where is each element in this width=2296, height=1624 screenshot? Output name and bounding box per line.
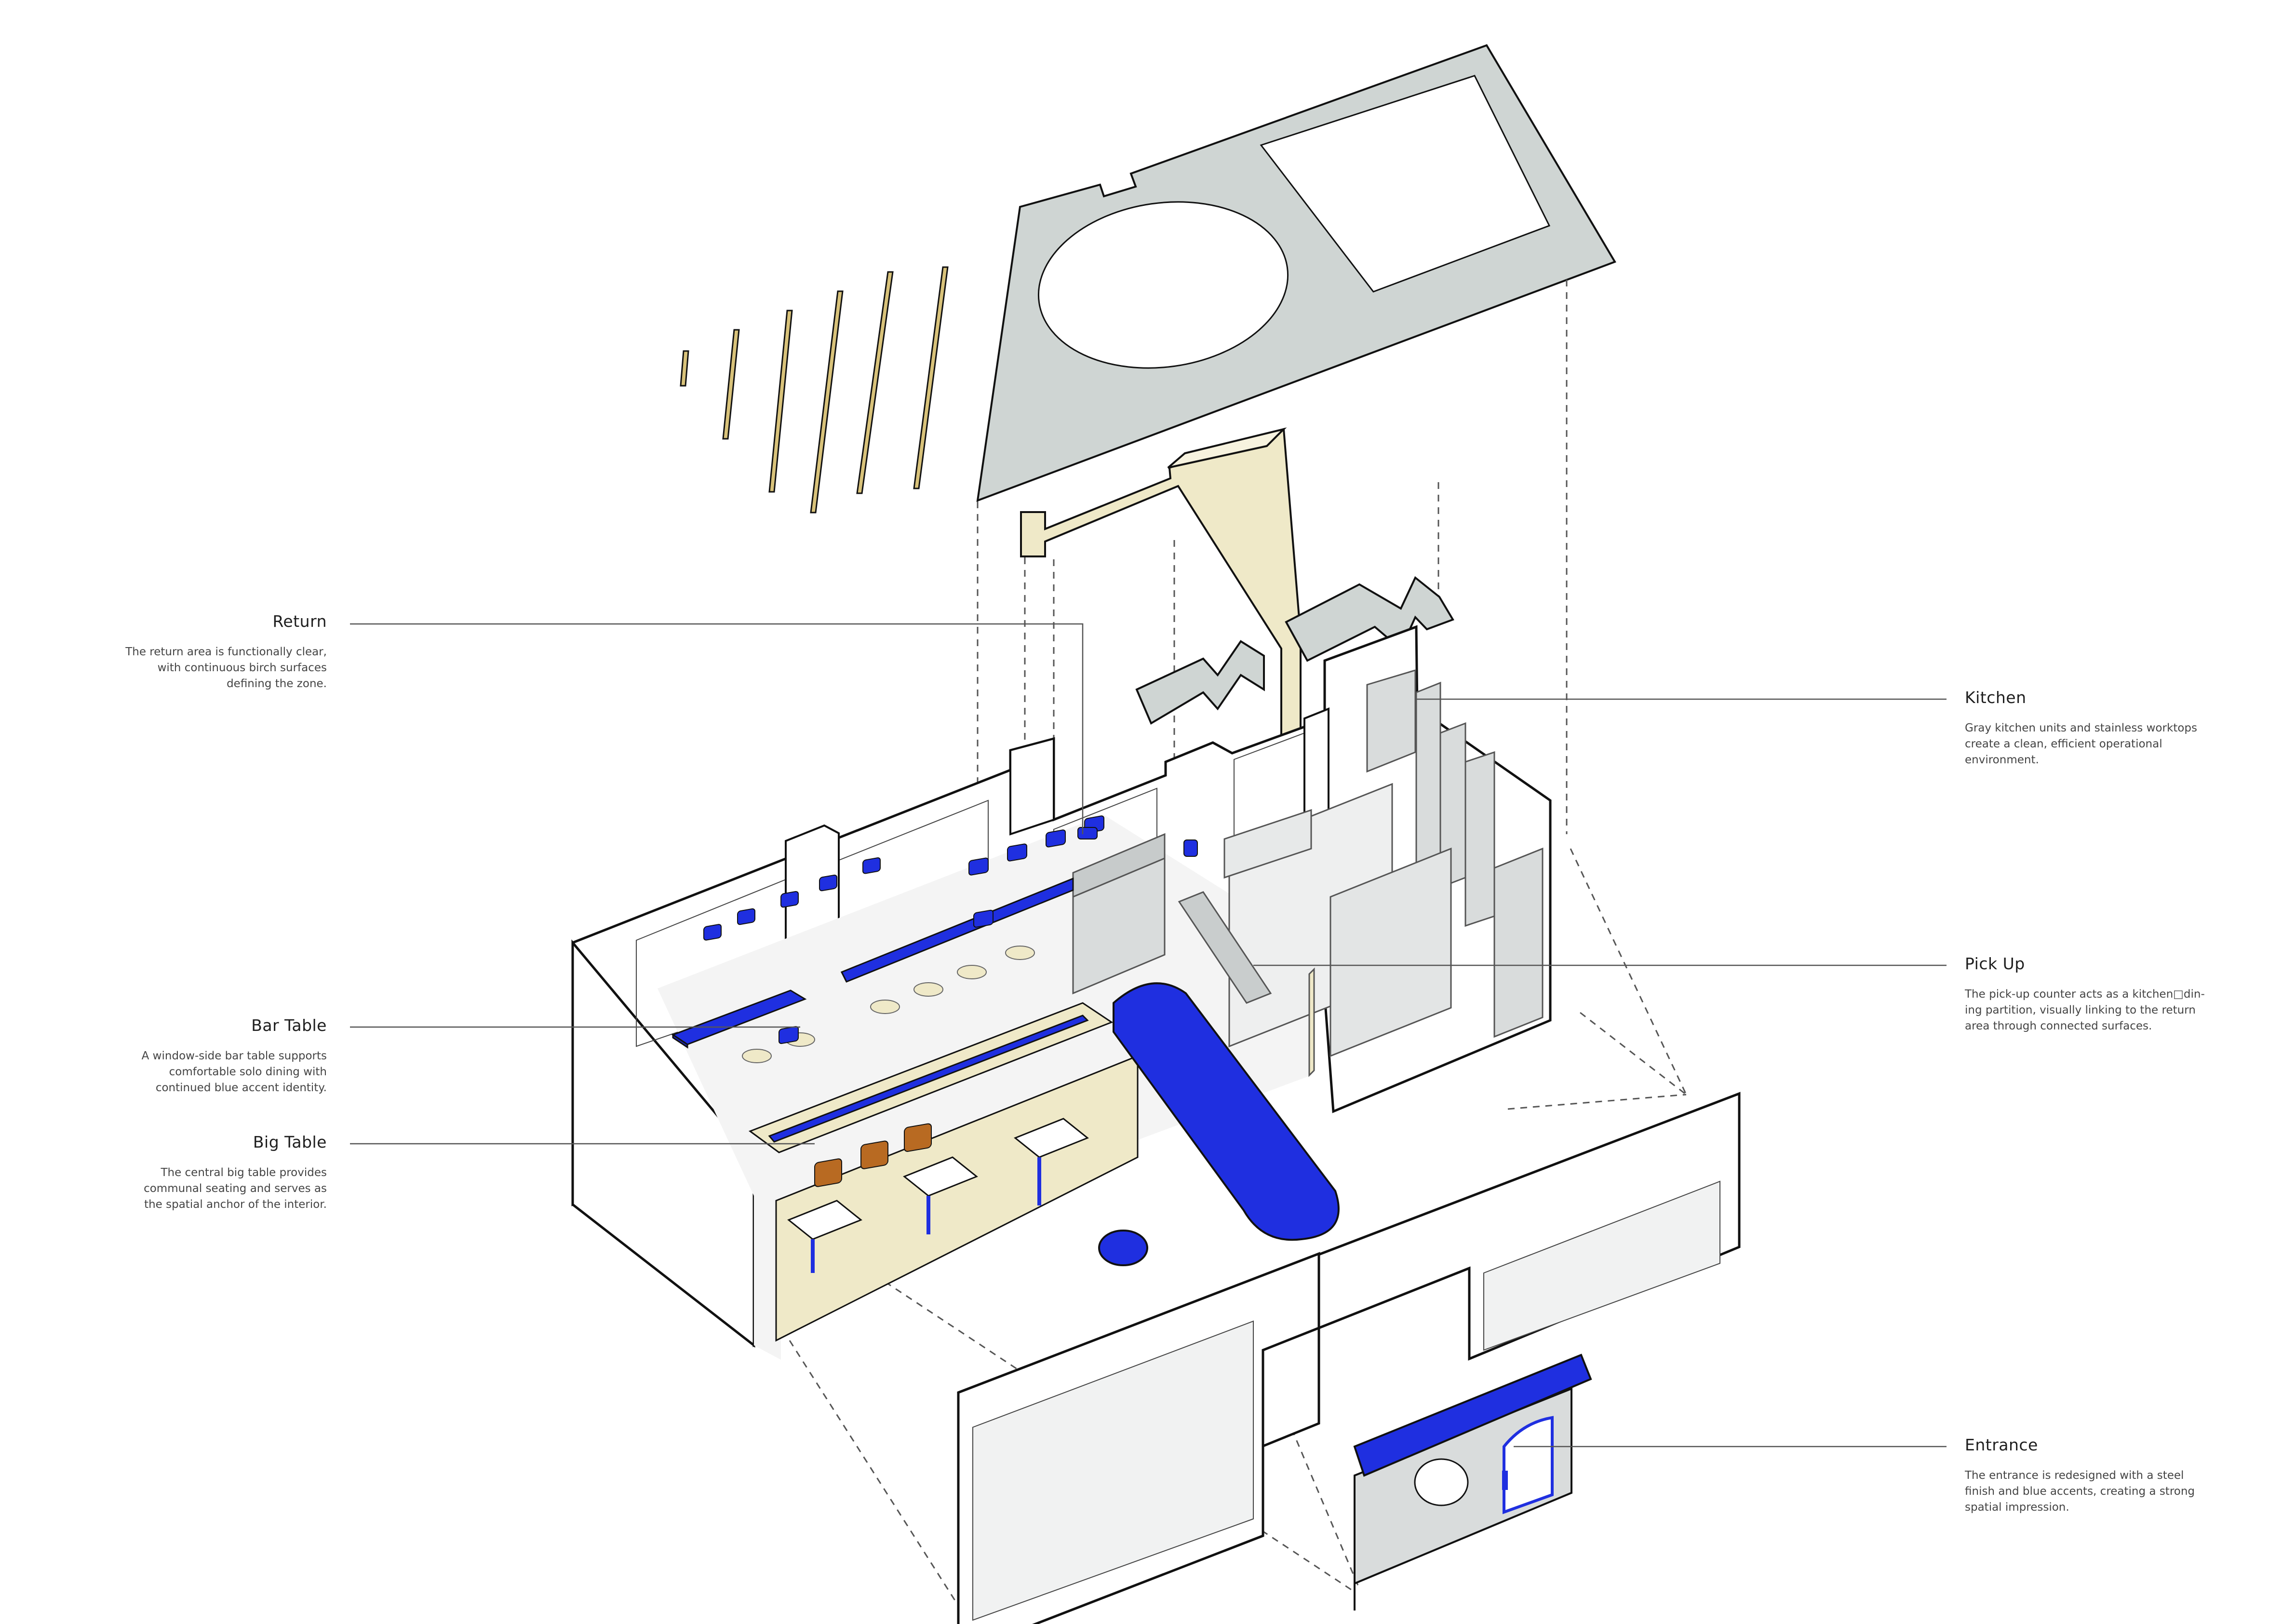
roof-baffles [1135, 576, 1454, 725]
leader-lines [350, 623, 1947, 1448]
blue-chairs [703, 815, 1104, 1044]
desc-line: communal seating and serves as [144, 1182, 327, 1195]
callout-description: The return area is functionally clear, w… [76, 644, 327, 692]
callout-title: Kitchen [1965, 688, 2027, 707]
callout-pick-up: Pick Up The pick-up counter acts as a ki… [1965, 954, 2215, 1034]
desc-line: Gray kitchen units and stainless worktop… [1965, 722, 2197, 734]
callout-description: The entrance is redesigned with a steel … [1965, 1468, 2215, 1516]
callout-description: Gray kitchen units and stainless worktop… [1965, 720, 2215, 768]
desc-line: comfortable solo dining with [169, 1066, 327, 1078]
desc-line: The pick-up counter acts as a kitchen□di… [1965, 988, 2205, 1001]
desc-line: defining the zone. [227, 677, 327, 690]
birch-sticks [680, 266, 949, 514]
callout-title: Bar Table [251, 1016, 327, 1035]
callout-return: Return The return area is functionally c… [76, 611, 327, 692]
desc-line: ing partition, visually linking to the r… [1965, 1004, 2196, 1016]
desc-line: create a clean, efficient operational [1965, 738, 2162, 750]
desc-line: area through connected surfaces. [1965, 1020, 2152, 1032]
callout-bar-table: Bar Table A window-side bar table suppor… [76, 1015, 327, 1096]
wood-chairs [814, 1123, 932, 1187]
kitchen [1072, 669, 1544, 1077]
desc-line: finish and blue accents, creating a stro… [1965, 1485, 2195, 1498]
callout-kitchen: Kitchen Gray kitchen units and stainless… [1965, 688, 2215, 768]
desc-line: spatial impression. [1965, 1501, 2069, 1514]
big-table [748, 1002, 1114, 1153]
bar-stools [742, 946, 1035, 1063]
front-facade [957, 1092, 1741, 1624]
desc-line: with continuous birch surfaces [157, 662, 327, 674]
blue-oval-counter [1098, 982, 1340, 1266]
desc-line: The central big table provides [161, 1166, 327, 1179]
ceiling-slab [976, 44, 1616, 502]
small-tables [787, 1118, 1089, 1273]
callout-title: Entrance [1965, 1435, 2038, 1454]
entrance-unit [1353, 1353, 1592, 1610]
callout-entrance: Entrance The entrance is redesigned with… [1965, 1435, 2215, 1516]
callout-big-table: Big Table The central big table provides… [76, 1132, 327, 1213]
desc-line: environment. [1965, 754, 2039, 766]
callout-title: Big Table [253, 1133, 327, 1151]
desc-line: The return area is functionally clear, [125, 646, 327, 658]
desc-line: A window-side bar table supports [141, 1050, 327, 1062]
desc-line: The entrance is redesigned with a steel [1965, 1469, 2184, 1482]
desc-line: continued blue accent identity. [155, 1082, 327, 1094]
callout-description: The central big table provides communal … [76, 1165, 327, 1213]
bar-table [671, 877, 1074, 1049]
callout-title: Return [272, 612, 327, 631]
desc-line: the spatial anchor of the interior. [144, 1198, 327, 1211]
birch-return-panel [1020, 427, 1302, 797]
callout-title: Pick Up [1965, 954, 2025, 973]
callout-description: A window-side bar table supports comfort… [76, 1048, 327, 1096]
callout-description: The pick-up counter acts as a kitchen□di… [1965, 987, 2215, 1034]
